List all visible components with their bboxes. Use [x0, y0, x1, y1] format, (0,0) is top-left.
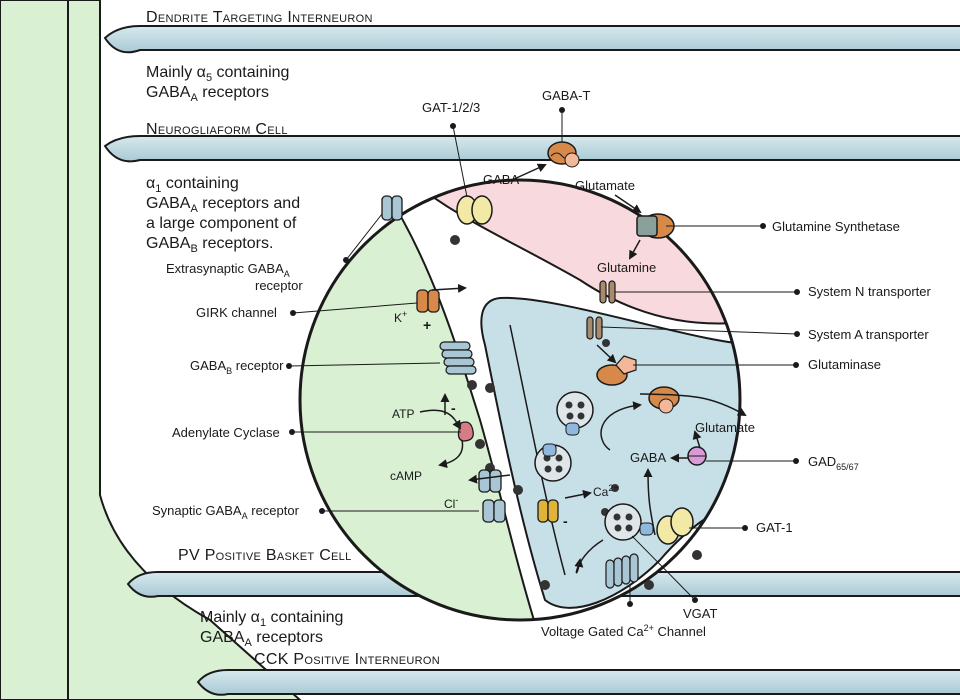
label-sysN: System N transporter [808, 284, 931, 299]
cl-ion-label: Cl- [444, 495, 458, 511]
note-neurogliaform: α1 containing GABAA receptors and a larg… [146, 175, 300, 255]
postsynaptic-dendrite [300, 180, 542, 620]
minus-sign-1: - [451, 400, 456, 416]
svg-text:Mainly α5 containing: Mainly α5 containing [146, 64, 289, 84]
ca-ion-label: Ca2+ [593, 483, 619, 499]
label-gad: GAD65/67 [808, 454, 859, 472]
label-gln-synthetase: Glutamine Synthetase [772, 219, 900, 234]
glutamate-neuron-label: Glutamate [695, 420, 755, 435]
plus-sign: + [423, 317, 431, 333]
svg-text:GABAA receptors: GABAA receptors [146, 84, 269, 104]
label-vgcc: Voltage Gated Ca2+ Channel [541, 623, 706, 639]
note-cck: Mainly α1 containing GABAA receptors [200, 609, 343, 649]
label-gabab: GABAB receptor [190, 358, 284, 376]
atp-label: ATP [392, 407, 414, 421]
gabat-mitochondrion [547, 141, 580, 168]
label-extrasynaptic-2: receptor [255, 278, 303, 293]
synaptic-receptors [478, 469, 506, 523]
gat123-transporter [456, 195, 493, 225]
note-dendrite: Mainly α5 containing GABAA receptors [146, 64, 289, 104]
zoom-circle-outline [298, 178, 742, 622]
dendrite-axon [103, 25, 960, 54]
label-gat123: GAT-1/2/3 [422, 100, 480, 115]
label-extrasynaptic: Extrasynaptic GABAA [166, 261, 290, 279]
label-vgat: VGAT [683, 606, 717, 621]
svg-text:GABAB receptors.: GABAB receptors. [146, 235, 273, 255]
gabab-receptor-coil [439, 341, 477, 375]
svg-text:Mainly α1 containing: Mainly α1 containing [200, 609, 343, 629]
svg-text:GABAA receptors: GABAA receptors [200, 629, 323, 649]
neuron-mitochondrion [648, 386, 680, 414]
camp-label: cAMP [390, 469, 422, 483]
extrasynaptic-receptor [381, 195, 403, 221]
gaba-neuron-label: GABA [630, 450, 666, 465]
svg-text:a large component of: a large component of [146, 215, 297, 232]
gad-enzyme [687, 446, 707, 466]
cck-axon [196, 669, 960, 696]
presynaptic-ca-channel [537, 499, 559, 523]
label-synaptic: Synaptic GABAA receptor [152, 503, 300, 521]
cell-label-dendrite: Dendrite Targeting Interneuron [146, 9, 373, 26]
adenylate-cyclase [457, 421, 474, 442]
green-neuron-soma [0, 0, 302, 700]
gaba-dots [450, 235, 702, 590]
vgcc-coil [605, 553, 639, 589]
leader-dots [286, 107, 800, 607]
cell-label-neurogliaform: Neurogliaform Cell [146, 121, 288, 138]
svg-text:GABAA receptors and: GABAA receptors and [146, 195, 300, 215]
glutamine-glia-label: Glutamine [597, 260, 656, 275]
system-a-transporter [586, 316, 603, 340]
svg-text:α1 containing: α1 containing [146, 175, 239, 195]
girk-channel [416, 289, 440, 313]
label-glutaminase: Glutaminase [808, 357, 881, 372]
cell-label-pv: PV Positive Basket Cell [178, 547, 352, 564]
presynaptic-terminal [480, 296, 740, 609]
vesicles [534, 391, 654, 541]
neurogliaform-axon [103, 135, 960, 163]
glutaminase-enzyme [596, 355, 637, 386]
label-girk: GIRK channel [196, 305, 277, 320]
glutamate-glia-label: Glutamate [575, 178, 635, 193]
label-adenylate: Adenylate Cyclase [172, 425, 280, 440]
label-gabat: GABA-T [542, 88, 590, 103]
label-sysA: System A transporter [808, 327, 929, 342]
vgat-on-vesicles [542, 422, 654, 536]
leader-lines [288, 110, 798, 604]
pathway-arrows [419, 163, 747, 574]
label-gat1: GAT-1 [756, 520, 793, 535]
minus-sign-2: - [563, 513, 568, 529]
gat1-transporter [656, 507, 694, 545]
cell-label-cck: CCK Positive Interneuron [254, 651, 440, 668]
gaba-glia-label: GABA [483, 172, 519, 187]
k-ion-label: K+ [394, 309, 407, 325]
